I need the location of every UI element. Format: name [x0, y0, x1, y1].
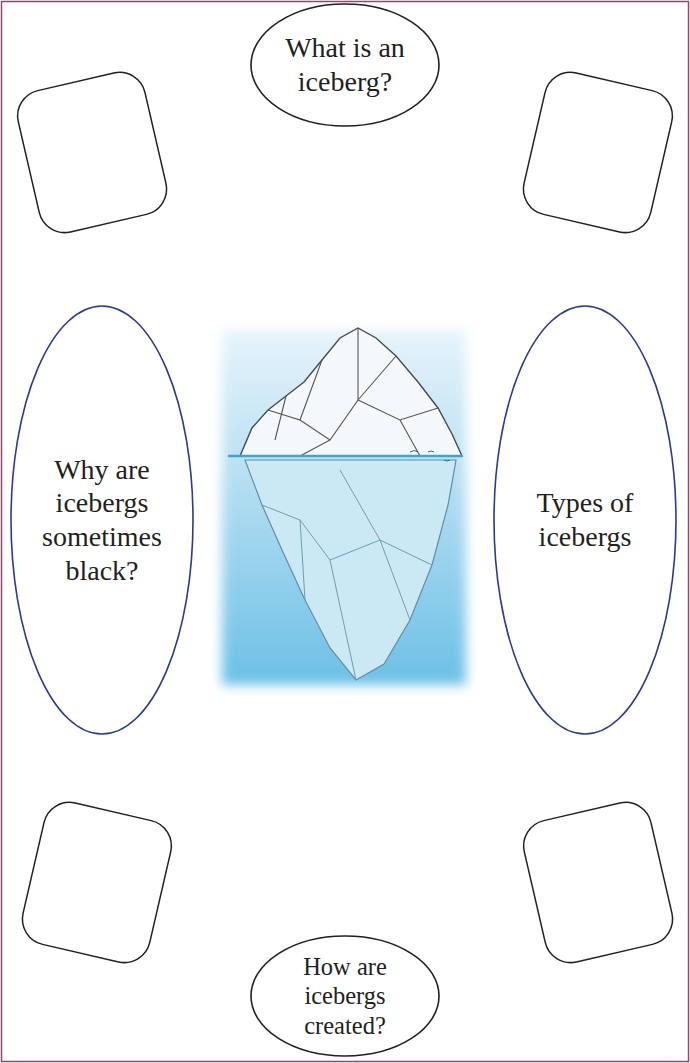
question-ellipse: What is an iceberg?: [250, 3, 440, 127]
empty-box: [17, 797, 176, 968]
empty-box: [12, 67, 171, 238]
ellipse-outline: [250, 3, 440, 127]
node-text: Why are icebergs sometimes black?: [32, 453, 172, 587]
ellipse-outline: [10, 305, 194, 735]
node-text: How are icebergs created?: [283, 952, 408, 1040]
ellipse-outline: [493, 305, 677, 735]
empty-box: [518, 67, 677, 238]
node-text: Types of icebergs: [515, 486, 655, 553]
node-text: What is an iceberg?: [270, 31, 420, 98]
topic-ellipse: Why are icebergs sometimes black?: [10, 305, 194, 735]
empty-box: [518, 797, 677, 968]
iceberg-illustration: [222, 328, 466, 685]
question-ellipse: How are icebergs created?: [250, 935, 440, 1057]
topic-ellipse: Types of icebergs: [493, 305, 677, 735]
empty-boxes: [12, 67, 677, 968]
